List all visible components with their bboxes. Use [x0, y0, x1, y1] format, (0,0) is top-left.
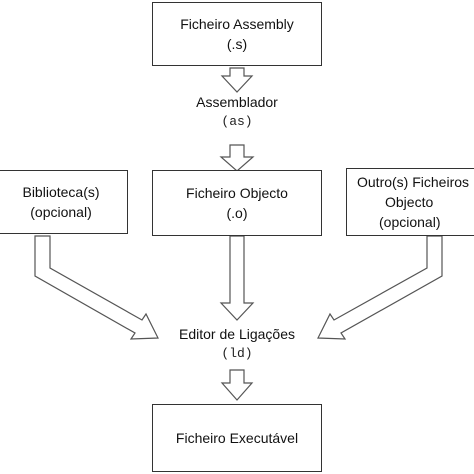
node-library-title: Biblioteca(s)	[22, 184, 100, 200]
node-other-objects-kind: Objecto	[385, 194, 434, 210]
arrow-linker-to-executable	[220, 369, 254, 401]
node-assembly-source-title: Ficheiro Assembly	[180, 16, 294, 32]
node-assembly-source-ext: (.s)	[226, 36, 248, 52]
node-other-objects-optional: (opcional)	[379, 214, 441, 230]
node-executable: Ficheiro Executável	[152, 404, 322, 472]
node-assembly-source: Ficheiro Assembly (.s)	[152, 2, 322, 66]
stage-assembler: Assemblador (as)	[137, 94, 337, 129]
node-library: Biblioteca(s) (opcional)	[0, 170, 128, 234]
stage-assembler-command: (as)	[221, 114, 253, 129]
stage-assembler-name: Assemblador	[196, 94, 278, 110]
node-other-objects: Outro(s) Ficheiros Objecto (opcional)	[346, 168, 474, 236]
stage-linker-name: Editor de Ligações	[179, 326, 295, 342]
node-other-objects-title: Outro(s) Ficheiros	[357, 174, 470, 190]
stage-linker: Editor de Ligações (ld)	[137, 326, 337, 361]
stage-linker-command: (ld)	[221, 346, 253, 361]
node-object-file: Ficheiro Objecto (.o)	[152, 170, 322, 236]
node-executable-title: Ficheiro Executável	[175, 430, 299, 446]
arrow-library-to-linker	[34, 235, 159, 340]
arrow-object-to-linker	[219, 235, 255, 321]
arrow-assembler-to-object	[219, 144, 255, 172]
node-library-optional: (opcional)	[30, 204, 92, 220]
node-object-file-title: Ficheiro Objecto	[186, 185, 288, 201]
node-object-file-ext: (.o)	[226, 205, 248, 221]
arrow-other-to-linker	[317, 235, 443, 340]
arrow-source-to-assembler	[220, 67, 254, 93]
